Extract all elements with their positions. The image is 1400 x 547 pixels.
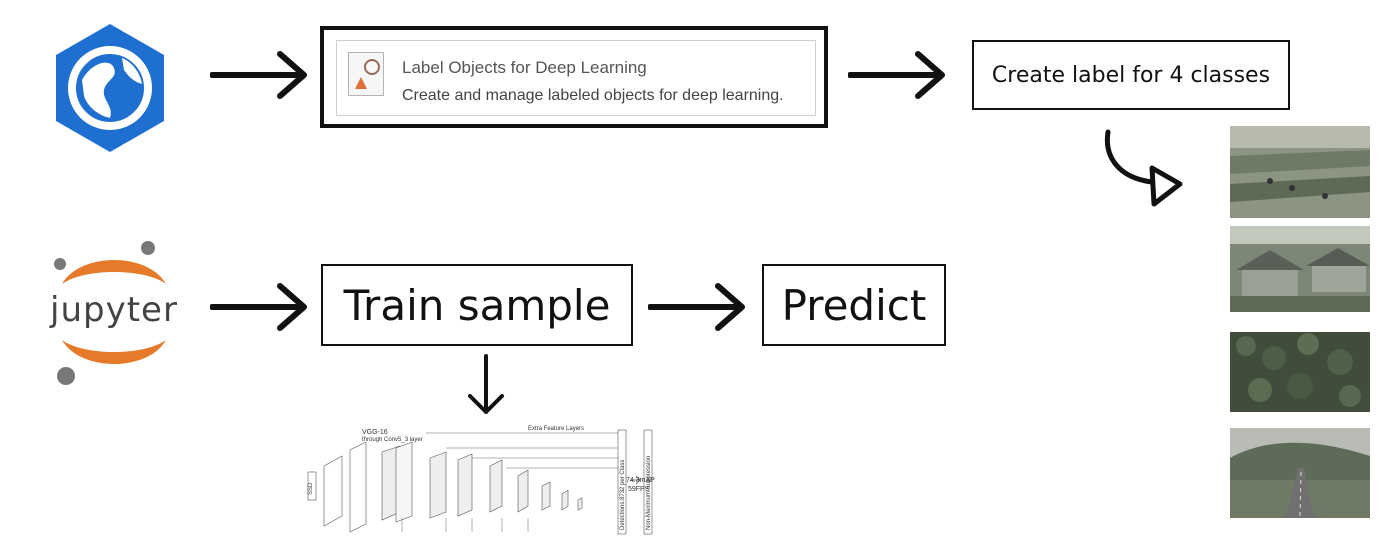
ssd-fps: 59FPS bbox=[628, 486, 650, 493]
ssd-architecture-diagram: VGG-16 through Conv5_3 layer Extra Featu… bbox=[306, 420, 666, 542]
arrow-right-icon bbox=[210, 50, 310, 100]
jupyter-logo-text: jupyter bbox=[50, 290, 178, 330]
ssd-nms: Non-Maximum Suppression bbox=[646, 456, 652, 530]
arrow-right-icon bbox=[848, 50, 948, 100]
arrow-right-icon bbox=[648, 282, 748, 332]
ssd-input-label: SSD bbox=[308, 482, 314, 495]
arcgis-pro-logo-icon bbox=[52, 22, 168, 154]
arrow-right-icon bbox=[210, 282, 310, 332]
predict-step: Predict bbox=[762, 264, 946, 346]
tool-card-inner bbox=[336, 40, 816, 116]
ssd-detections: Detections:8732 per Class bbox=[620, 460, 626, 530]
ssd-extra-layers: Extra Feature Layers bbox=[528, 426, 584, 432]
tool-title: Label Objects for Deep Learning bbox=[402, 58, 647, 77]
arrow-down-icon bbox=[466, 354, 506, 418]
ssd-vgg-title: VGG-16 bbox=[362, 429, 388, 436]
train-sample-step: Train sample bbox=[321, 264, 633, 346]
class-image-houses bbox=[1230, 226, 1370, 312]
curved-arrow-icon bbox=[1100, 128, 1190, 210]
create-label-step: Create label for 4 classes bbox=[972, 40, 1290, 110]
class-image-road bbox=[1230, 428, 1370, 518]
jupyter-logo-icon: jupyter bbox=[48, 238, 180, 386]
class-image-field bbox=[1230, 126, 1370, 218]
ssd-map: 74.3mAP bbox=[626, 477, 655, 484]
class-image-forest bbox=[1230, 332, 1370, 412]
ssd-vgg-subtitle: through Conv5_3 layer bbox=[362, 437, 423, 443]
tool-description: Create and manage labeled objects for de… bbox=[402, 87, 784, 104]
label-objects-tool-card: Label Objects for Deep Learning Create a… bbox=[320, 26, 828, 128]
label-objects-icon bbox=[348, 52, 384, 96]
